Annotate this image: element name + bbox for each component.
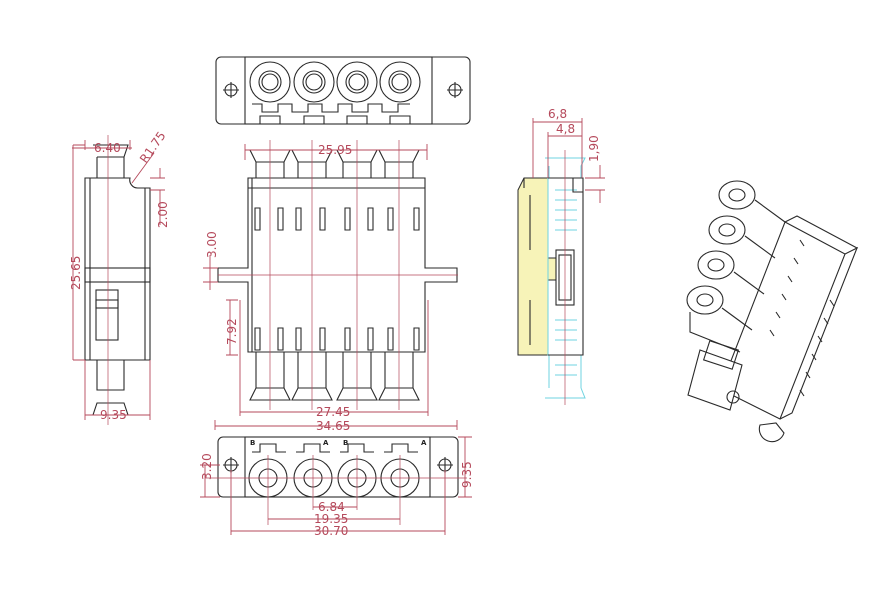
dim-side-top-width: 6.40 [94, 141, 121, 155]
bottom-view: B A B A 3.20 9.35 6.84 19.35 30.70 [200, 436, 474, 538]
port-label-3: B [343, 439, 348, 447]
dim-side-radius: R1.75 [137, 129, 169, 166]
mount-hole-right [447, 82, 463, 98]
isometric-view [686, 180, 859, 443]
dim-front-clip-height: 7.92 [225, 318, 239, 345]
dim-front-flange-thickness: 3.00 [205, 231, 219, 258]
front-view: 25.95 3.00 7.92 27.45 34.65 [203, 140, 458, 433]
dim-section-inner-depth: 4,8 [556, 122, 575, 136]
dim-side-offset: 2.00 [156, 201, 170, 228]
port-label-2: A [323, 439, 329, 447]
dim-section-step: 1,90 [587, 135, 601, 162]
dim-bottom-height: 9.35 [460, 461, 474, 488]
section-view: 6,8 4,8 1,90 [517, 107, 605, 405]
iso-ports [686, 180, 756, 315]
front-bottom-ferrules [249, 352, 420, 401]
front-slots [254, 207, 420, 351]
dim-front-body-width: 27.45 [316, 405, 350, 419]
side-view: 25.65 6.40 R1.75 2.00 9.35 [69, 129, 170, 425]
dim-bottom-hole-spacing: 30.70 [314, 524, 348, 538]
mount-hole-left [223, 82, 239, 98]
port-label-1: B [250, 439, 255, 447]
port-label-4: A [421, 439, 427, 447]
top-view [215, 56, 471, 125]
dim-bottom-pitch: 6.84 [318, 500, 345, 514]
dim-front-ferrule-span: 25.95 [318, 143, 352, 157]
dim-side-bottom-width: 9.35 [100, 408, 127, 422]
top-ports [249, 61, 421, 124]
dim-bottom-hole-offset: 3.20 [200, 453, 214, 480]
dim-side-height: 25.65 [69, 256, 83, 290]
dim-front-flange-width: 34.65 [316, 419, 350, 433]
dim-section-total-depth: 6,8 [548, 107, 567, 121]
front-top-ferrules [249, 149, 420, 178]
dim-bottom-outer-pitch: 19.35 [314, 512, 348, 526]
